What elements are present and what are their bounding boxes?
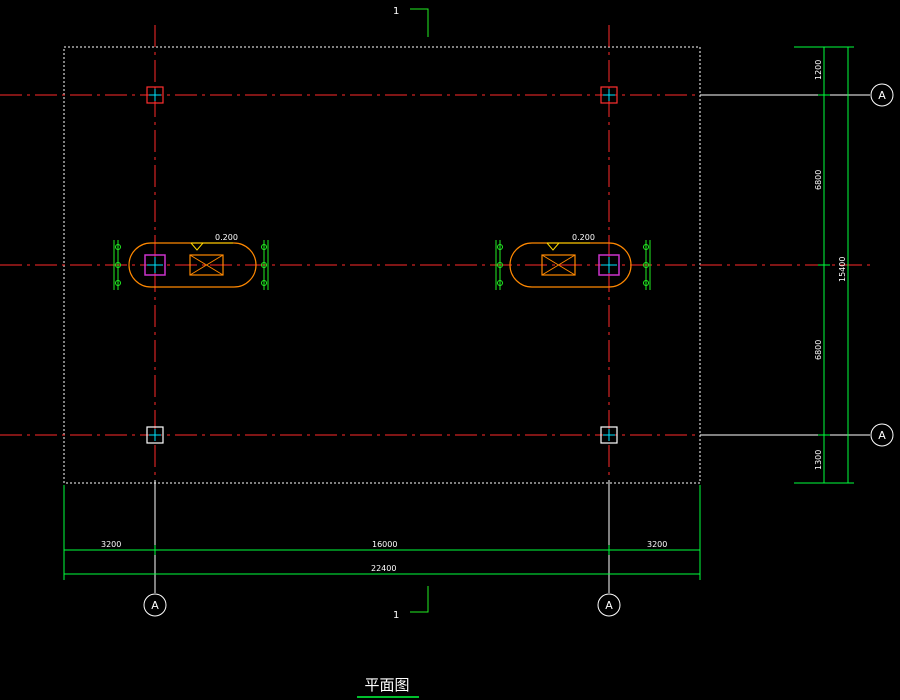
elevation-label-left: 0.200	[215, 233, 238, 242]
dim-right-lower: 6800	[814, 340, 823, 360]
section-mark-top-label: 1	[393, 6, 399, 17]
dim-bottom-left: 3200	[101, 540, 121, 549]
axis-lines-horizontal	[0, 94, 870, 436]
axis-bubble-right-bottom	[870, 423, 894, 447]
axis-label-right-top: A	[878, 89, 886, 102]
column-top-left	[146, 86, 164, 104]
rail-marker-left-inner	[261, 240, 269, 290]
column-bottom-right	[600, 426, 618, 444]
axis-bubble-bottom-right	[597, 593, 621, 617]
column-top-right	[600, 86, 618, 104]
elevation-label-right: 0.200	[572, 233, 595, 242]
rail-marker-left-outer	[113, 240, 121, 290]
dimension-right	[794, 46, 854, 484]
pit-left	[128, 242, 257, 288]
axis-lines-vertical	[154, 25, 610, 480]
axis-label-bottom-left: A	[151, 599, 159, 612]
axis-label-right-bottom: A	[878, 429, 886, 442]
dim-bottom-middle: 16000	[372, 540, 397, 549]
axis-leaders	[154, 94, 870, 593]
dim-bottom-total: 22400	[371, 564, 396, 573]
section-mark-bottom	[410, 586, 429, 613]
dimension-bottom	[63, 485, 701, 580]
dim-bottom-right: 3200	[647, 540, 667, 549]
dim-right-upper: 6800	[814, 170, 823, 190]
axis-label-bottom-right: A	[605, 599, 613, 612]
drawing-title: 平面图	[364, 676, 409, 694]
column-bottom-left	[146, 426, 164, 444]
pit-right	[509, 242, 632, 288]
axis-bubble-bottom-left	[143, 593, 167, 617]
section-mark-bottom-label: 1	[393, 610, 399, 621]
section-mark-top	[410, 8, 429, 37]
rail-marker-right-inner	[495, 240, 503, 290]
dim-right-top: 1200	[814, 60, 823, 80]
axis-bubble-right-top	[870, 83, 894, 107]
dim-right-total: 15400	[838, 257, 847, 282]
rail-marker-right-outer	[643, 240, 651, 290]
dim-right-bottom: 1300	[814, 450, 823, 470]
